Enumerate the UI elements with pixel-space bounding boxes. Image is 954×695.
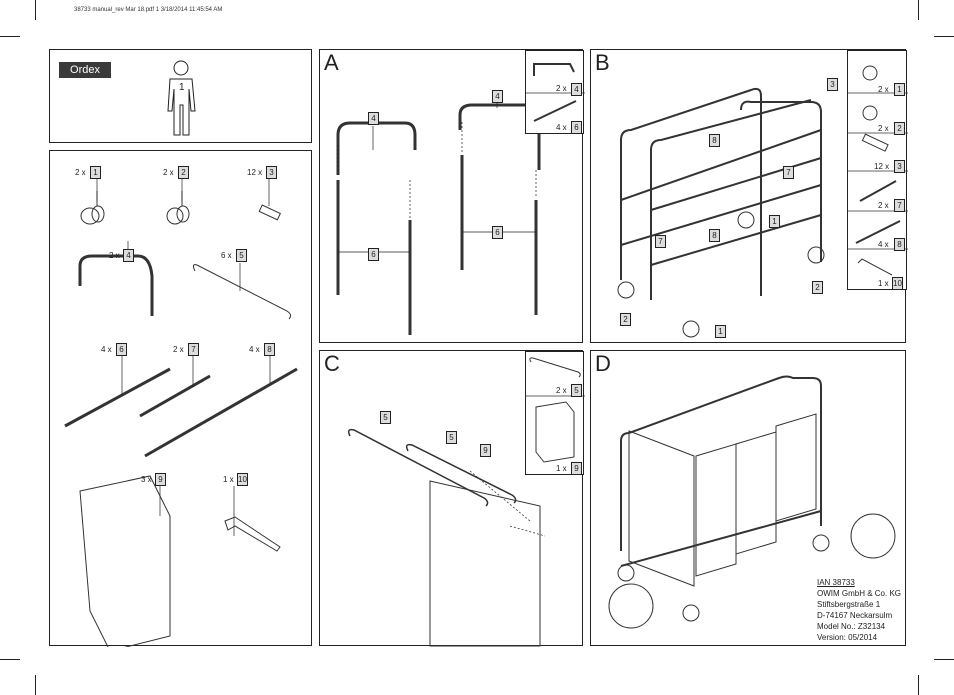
step-b-inset: 2 x 1 2 x 2 12 x 3 2 x 7 4 x 8 1 x 10 <box>847 50 908 290</box>
callout: 4 <box>492 90 503 103</box>
part-qty: 2 x <box>75 168 86 177</box>
callout: 1 <box>769 215 780 228</box>
crop-mark <box>918 675 919 695</box>
part-qty: 4 x <box>249 345 260 354</box>
step-c-panel: C 5 5 9 2 x 5 1 x 9 <box>319 350 585 647</box>
step-a-inset: 2 x 4 4 x 6 <box>525 50 585 134</box>
crop-mark <box>0 36 20 37</box>
part-qty: 2 x <box>109 251 120 260</box>
part-number: 7 <box>188 343 199 356</box>
inset-qty: 2 x <box>878 85 889 94</box>
figure-number: 1 <box>179 82 185 93</box>
part-qty: 2 x <box>173 345 184 354</box>
part-number: 2 <box>178 166 189 179</box>
company-city: D-74167 Neckarsulm <box>817 611 893 620</box>
part-qty: 2 x <box>163 168 174 177</box>
callout: 6 <box>492 226 503 239</box>
crop-mark <box>35 0 36 20</box>
part-number: 4 <box>123 249 134 262</box>
callout: 3 <box>827 78 838 91</box>
inset-qty: 1 x <box>556 464 567 473</box>
company-ian: IAN 38733 <box>817 578 855 587</box>
inset-number: 8 <box>894 238 905 251</box>
inset-qty: 12 x <box>874 162 890 171</box>
callout: 8 <box>709 229 720 242</box>
parts-panel: 2 x 1 2 x 2 12 x 3 2 x 4 6 x 5 4 x 6 2 x… <box>49 150 312 647</box>
callout: 9 <box>480 444 491 457</box>
callout: 7 <box>655 235 666 248</box>
step-label: A <box>324 50 339 75</box>
inset-number: 6 <box>571 121 582 134</box>
inset-qty: 4 x <box>878 240 889 249</box>
callout: 5 <box>380 411 391 424</box>
callout: 4 <box>368 112 379 125</box>
brand-logo: Ordex <box>59 62 111 78</box>
crop-mark <box>934 36 954 37</box>
part-qty: 6 x <box>221 251 232 260</box>
inset-number: 2 <box>894 122 905 135</box>
crop-mark <box>35 675 36 695</box>
callout: 8 <box>709 134 720 147</box>
callout: 5 <box>446 431 457 444</box>
parts-drawings <box>64 179 298 647</box>
inset-number: 7 <box>894 199 905 212</box>
crop-mark <box>934 659 954 660</box>
company-model: Model No.: Z32134 <box>817 622 886 631</box>
company-street: Stiftsbergstraße 1 <box>817 600 881 609</box>
part-qty: 4 x <box>101 345 112 354</box>
inset-number: 4 <box>571 83 582 96</box>
part-qty: 3 x <box>141 475 152 484</box>
inset-qty: 2 x <box>556 386 567 395</box>
inset-number: 1 <box>894 83 905 96</box>
step-label: C <box>324 351 340 376</box>
part-number: 10 <box>237 473 248 486</box>
part-number: 5 <box>236 249 247 262</box>
crop-mark <box>0 659 20 660</box>
inset-qty: 4 x <box>556 123 567 132</box>
part-number: 6 <box>116 343 127 356</box>
inset-number: 9 <box>571 462 582 475</box>
brand-panel: Ordex 1 <box>49 49 312 143</box>
inset-qty: 2 x <box>878 201 889 210</box>
part-number: 1 <box>90 166 101 179</box>
part-qty: 12 x <box>247 168 263 177</box>
inset-qty: 2 x <box>878 124 889 133</box>
callout: 7 <box>783 166 794 179</box>
step-c-drawing <box>347 428 546 647</box>
step-b-panel: B 3 8 7 1 7 8 2 2 1 2 x 1 2 x 2 12 x 3 2… <box>590 49 908 343</box>
inset-qty: 1 x <box>878 279 889 288</box>
callout: 6 <box>368 248 379 261</box>
callout: 2 <box>620 313 631 326</box>
part-number: 9 <box>155 473 166 486</box>
callout: 2 <box>812 281 823 294</box>
inset-number: 10 <box>892 277 903 290</box>
inset-drawing <box>526 357 585 463</box>
inset-number: 3 <box>894 160 905 173</box>
company-version: Version: 05/2014 <box>817 633 878 642</box>
step-label: B <box>595 50 610 75</box>
crop-mark <box>918 0 919 20</box>
company-name: OWIM GmbH & Co. KG <box>817 589 902 598</box>
step-d-panel: D IAN 38733 OWIM GmbH & Co. KG Stiftsber… <box>590 350 906 646</box>
callout: 1 <box>715 325 726 338</box>
inset-qty: 2 x <box>556 84 567 93</box>
inset-number: 5 <box>571 384 582 397</box>
part-number: 8 <box>264 343 275 356</box>
step-label: D <box>595 351 611 376</box>
step-c-inset: 2 x 5 1 x 9 <box>525 351 585 475</box>
file-header: 38733 manual_rev Mar 18.pdf 1 3/18/2014 … <box>74 7 223 13</box>
person-figure-icon <box>167 60 196 136</box>
part-qty: 1 x <box>223 475 234 484</box>
step-d-drawing <box>608 375 896 629</box>
step-a-panel: A 4 4 6 6 2 x 4 4 x 6 <box>319 49 585 343</box>
part-number: 3 <box>266 166 277 179</box>
